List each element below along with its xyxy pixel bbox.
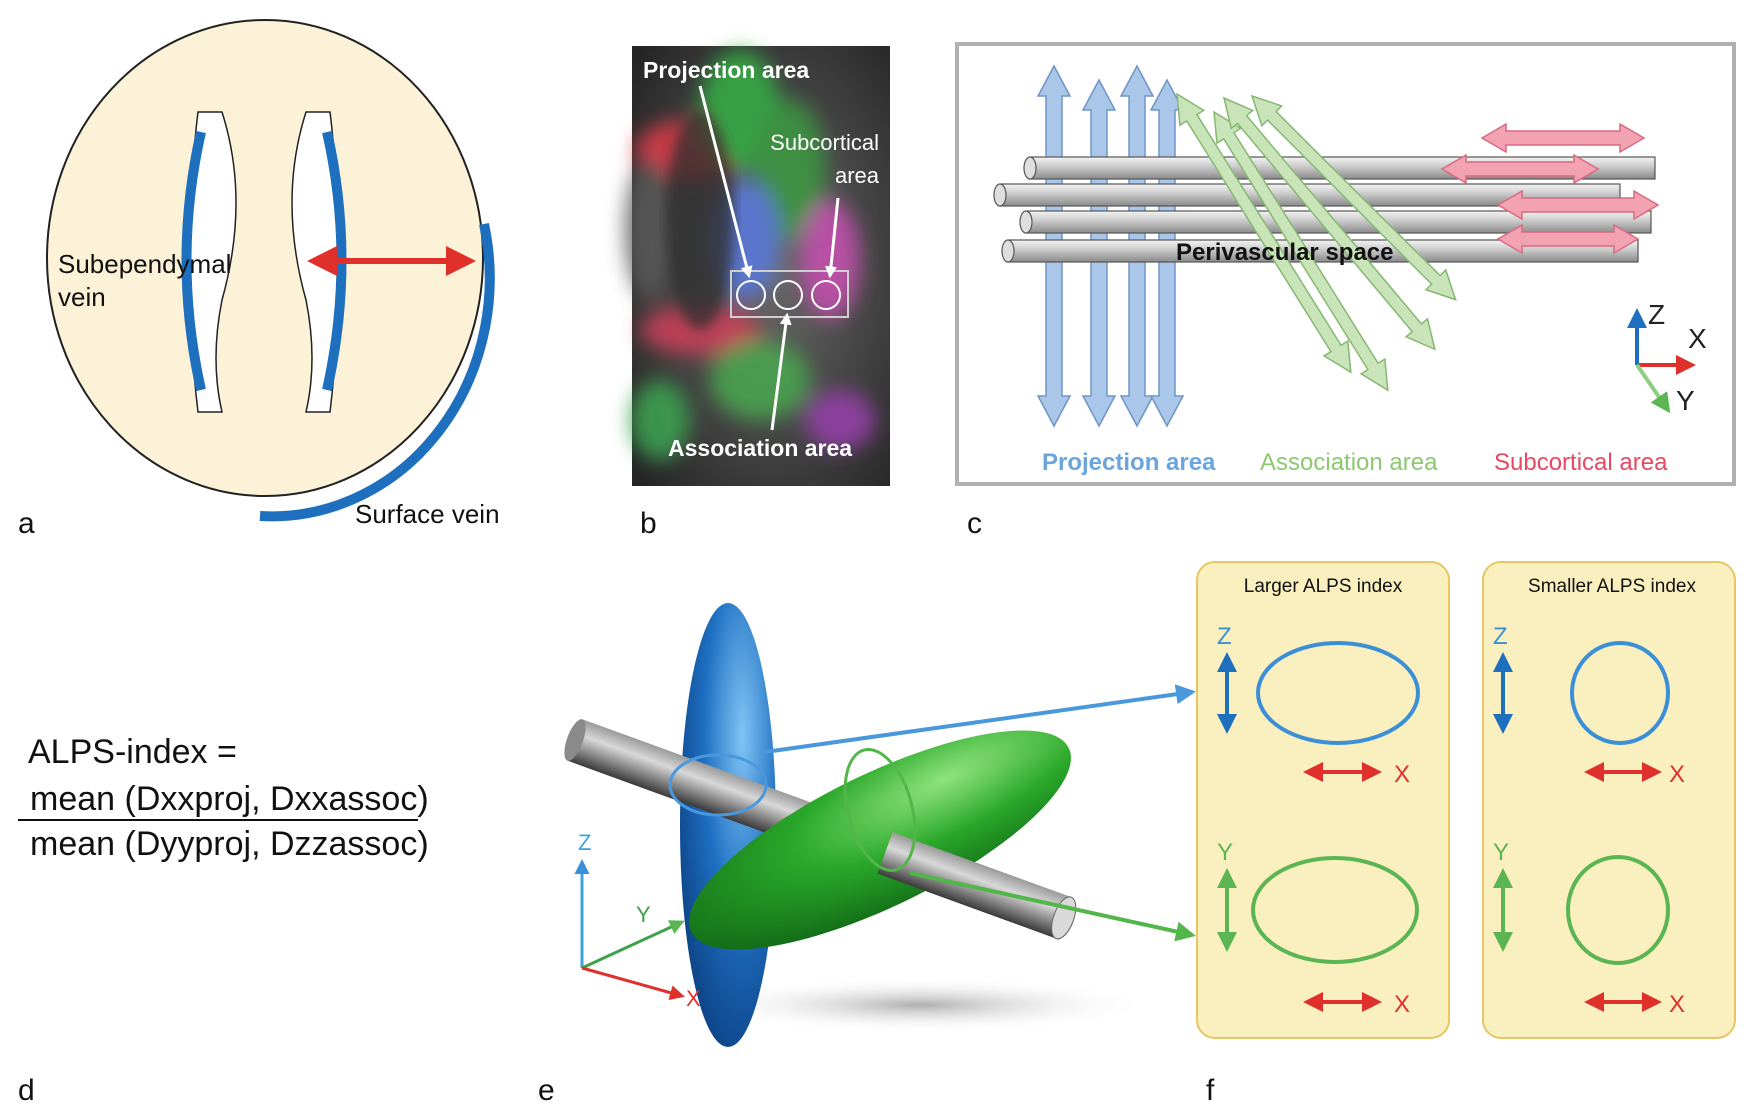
larger-green-ellipse <box>1251 856 1419 964</box>
larger-x-label-bottom: X <box>1394 991 1410 1018</box>
smaller-alps-card: Smaller ALPS index Z X Y X <box>1482 561 1736 1039</box>
larger-blue-ellipse <box>1256 641 1420 745</box>
c-axis-x: X <box>1688 323 1707 354</box>
smaller-x-label-top: X <box>1669 761 1685 788</box>
b-projection-label: Projection area <box>643 57 809 83</box>
larger-x-label-top: X <box>1394 761 1410 788</box>
c-association-label: Association area <box>1260 449 1438 476</box>
panel-label-c: c <box>967 507 982 540</box>
c-axis-z: Z <box>1648 299 1665 330</box>
e-axis-y: Y <box>636 902 651 927</box>
smaller-z-label: Z <box>1493 623 1508 650</box>
c-axes <box>1627 308 1696 414</box>
smaller-y-label: Y <box>1493 839 1509 866</box>
pointer-association <box>770 312 792 431</box>
panel-e: Z Y X e <box>538 603 1196 1107</box>
ellipsoid-shadow <box>690 977 1150 1033</box>
roi-projection <box>736 280 766 310</box>
association-fiber-arrows <box>1176 92 1457 392</box>
smaller-x-label-bottom: X <box>1669 991 1685 1018</box>
blue-cross-section-ring <box>668 753 768 817</box>
formula-denominator: mean (Dyyproj, Dzzassoc) <box>30 825 429 863</box>
panel-d: ALPS-index = mean (Dxxproj, Dxxassoc) me… <box>18 733 429 1107</box>
larger-z-label: Z <box>1217 623 1232 650</box>
b-subcortical-label-line1: Subcortical <box>770 130 879 155</box>
e-axis-x: X <box>686 986 701 1011</box>
panel-c-frame <box>955 42 1736 486</box>
e-axis-z: Z <box>578 830 591 855</box>
larger-alps-title: Larger ALPS index <box>1244 576 1403 597</box>
c-axis-y: Y <box>1676 385 1695 416</box>
c-subcortical-label: Subcortical area <box>1494 449 1668 476</box>
panel-c: Perivascular space Z X Y Projection area… <box>955 42 1736 540</box>
formula-numerator: mean (Dxxproj, Dxxassoc) <box>30 780 429 818</box>
larger-y-label: Y <box>1217 839 1233 866</box>
smaller-alps-title: Smaller ALPS index <box>1528 576 1696 597</box>
surface-vein-label: Surface vein <box>355 499 500 529</box>
panel-label-e: e <box>538 1074 555 1107</box>
pointer-subcortical <box>825 197 840 279</box>
green-ellipsoid <box>689 730 1071 950</box>
panel-label-a: a <box>18 507 35 540</box>
b-subcortical-label-line2: area <box>835 163 880 188</box>
panel-b: Projection area Subcortical area Associa… <box>625 46 890 540</box>
panel-label-f: f <box>1206 1074 1215 1107</box>
smaller-blue-circle <box>1570 641 1670 745</box>
b-association-label: Association area <box>668 435 852 461</box>
roi-association <box>773 280 803 310</box>
formula-lhs: ALPS-index = <box>28 733 237 771</box>
e-axes <box>574 859 685 1000</box>
pointer-projection <box>698 85 753 279</box>
larger-alps-card: Larger ALPS index Z X Y X <box>1196 561 1450 1039</box>
smaller-green-circle <box>1566 855 1670 965</box>
c-projection-label: Projection area <box>1042 449 1216 476</box>
panel-label-b: b <box>640 507 657 540</box>
panel-f: Larger ALPS index Z X Y X Smaller ALPS i… <box>1196 561 1736 1107</box>
subependymal-label-line1: Subependymal <box>58 249 231 279</box>
panel-label-d: d <box>18 1074 35 1107</box>
subcortical-fiber-arrows <box>1440 122 1660 255</box>
roi-subcortical <box>811 280 841 310</box>
perivascular-space-label: Perivascular space <box>1176 239 1394 266</box>
surface-vein <box>259 222 495 522</box>
blue-connector-arrow <box>764 684 1196 754</box>
subependymal-vein-left <box>181 130 206 392</box>
dark-ventricle <box>666 110 734 330</box>
panel-a: Subependymal vein Surface vein a <box>18 19 500 540</box>
subependymal-label-line2: vein <box>58 282 106 312</box>
green-connector-arrow <box>909 871 1196 942</box>
brain-outline <box>46 19 484 497</box>
green-cross-section-ring <box>843 748 917 872</box>
